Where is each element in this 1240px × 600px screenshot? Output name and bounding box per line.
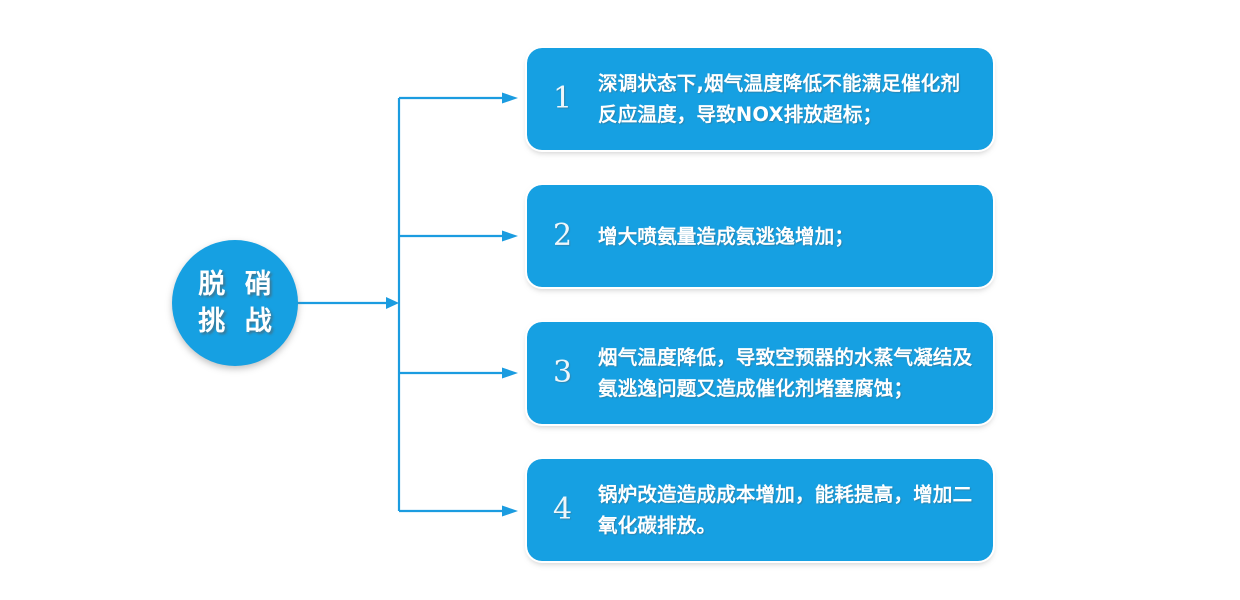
challenge-box-4[interactable]: 4 锅炉改造造成成本增加，能耗提高，增加二氧化碳排放。 <box>525 457 995 563</box>
hub-circle[interactable]: 脱 硝 挑 战 <box>172 240 298 366</box>
hub-arrowhead-icon <box>386 297 399 309</box>
challenge-index-2: 2 <box>552 218 573 253</box>
hub-title-line-1: 脱 硝 <box>198 269 277 300</box>
challenge-text-1: 深调状态下,烟气温度降低不能满足催化剂反应温度，导致NOX排放超标； <box>598 72 961 126</box>
challenge-index-3: 3 <box>552 355 573 390</box>
arrowhead-icon-3 <box>502 367 518 379</box>
challenge-text-2: 增大喷氨量造成氨逃逸增加； <box>598 224 855 248</box>
challenge-box-3[interactable]: 3 烟气温度降低，导致空预器的水蒸气凝结及氨逃逸问题又造成催化剂堵塞腐蚀； <box>525 320 995 426</box>
hub-title-line-2: 挑 战 <box>198 306 277 337</box>
challenge-index-4: 4 <box>552 492 573 527</box>
challenge-text-3: 烟气温度降低，导致空预器的水蒸气凝结及氨逃逸问题又造成催化剂堵塞腐蚀； <box>598 346 973 400</box>
challenge-index-1: 1 <box>552 81 573 116</box>
arrowhead-icon-1 <box>502 92 518 104</box>
challenge-box-1[interactable]: 1 深调状态下,烟气温度降低不能满足催化剂反应温度，导致NOX排放超标； <box>525 46 995 152</box>
arrowhead-icon-4 <box>502 505 518 517</box>
challenge-box-2[interactable]: 2 增大喷氨量造成氨逃逸增加； <box>525 183 995 289</box>
challenge-text-4: 锅炉改造造成成本增加，能耗提高，增加二氧化碳排放。 <box>598 483 973 537</box>
arrowhead-icon-2 <box>502 230 518 242</box>
